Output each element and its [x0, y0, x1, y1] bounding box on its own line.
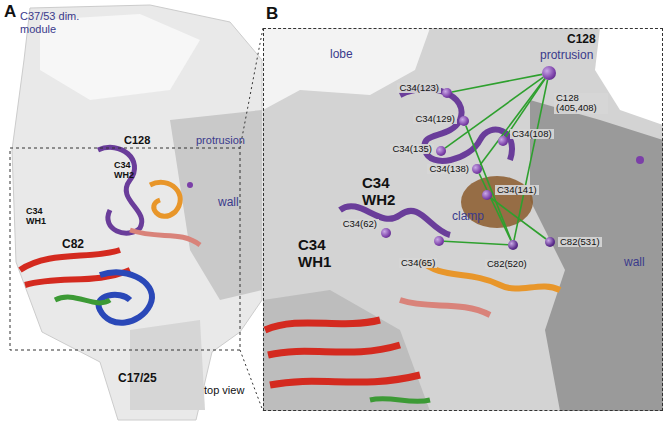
ribbon-green: [55, 297, 110, 303]
crosslink-dot: [187, 182, 193, 188]
wall-surface: [530, 100, 663, 411]
zoom-line: [240, 28, 263, 148]
c34-ribbon: [340, 206, 450, 235]
zoom-line: [240, 350, 263, 411]
ribbon-salmon: [130, 230, 200, 245]
crosslink-line: [479, 174, 511, 241]
c82-ribbon: [420, 260, 560, 290]
residue-label: C34(65): [399, 258, 437, 268]
crosslink-line: [480, 79, 545, 165]
residue-label: C34(141): [495, 185, 539, 195]
structure-label: wall: [218, 196, 239, 210]
structure-label: lobe: [330, 48, 353, 62]
crosslink-line: [444, 241, 508, 244]
crosslink-site: C34(123): [442, 88, 452, 98]
crosslink-line: [514, 80, 548, 240]
residue-label: C34(62): [341, 219, 379, 229]
structure-label: protrusion: [196, 134, 245, 147]
crosslink-line: [491, 198, 546, 239]
residue-label: C34(123): [397, 83, 441, 93]
crosslink-site: C34(135): [436, 146, 446, 156]
ribbon-salmon: [400, 300, 490, 315]
lobe-surface: [263, 28, 430, 110]
crosslink-site: C82(531): [545, 237, 555, 247]
crosslink-site: C34(108): [498, 136, 508, 146]
structure-label: top view: [204, 384, 244, 397]
structure-label: protrusion: [540, 49, 593, 63]
c82-ribbon: [150, 182, 180, 216]
structure-label: A: [4, 2, 16, 22]
residue-label: C82(531): [558, 237, 602, 247]
structure-label: clamp: [452, 210, 484, 224]
structure-label: C128: [124, 134, 150, 147]
ribbon-red: [20, 250, 130, 285]
structure-label: wall: [624, 256, 645, 270]
c34-ribbon: [98, 147, 142, 233]
residue-label: C34(135): [390, 144, 434, 154]
ribbon-green: [370, 399, 430, 402]
surface-shadow: [170, 110, 262, 300]
surface-highlight: [40, 14, 200, 100]
surface-shadow: [263, 290, 430, 411]
crosslink-site: C34(65): [434, 236, 444, 246]
crosslink-site: C128 (405,408): [542, 66, 556, 80]
residue-label: C128 (405,408): [554, 93, 608, 114]
structure-label: C34 WH2: [114, 160, 140, 181]
crosslink-line: [452, 74, 542, 92]
structure-label: C37/53 dim. module: [20, 10, 90, 35]
structure-label: C34 WH1: [26, 206, 52, 227]
crosslink-site: C34(138): [472, 164, 482, 174]
residue-label: C82(520): [485, 259, 529, 269]
crosslink-line: [466, 126, 511, 241]
structure-label: C82: [62, 238, 84, 252]
crosslink-site: C34(129): [459, 116, 469, 126]
crosslink-site: C82(520): [508, 240, 518, 250]
crosslink-site: C34(141): [482, 190, 492, 200]
protein-surface: [12, 5, 262, 420]
structure-label: C128: [567, 33, 596, 47]
crosslink-site: C34(62): [381, 228, 391, 238]
surface-shadow: [130, 320, 205, 410]
panel-letter: B: [266, 4, 278, 24]
crosslink-dot: [636, 156, 644, 164]
structure-label: C34 WH2: [362, 174, 402, 209]
structure-label: C34 WH1: [298, 236, 338, 271]
ribbon-blue: [99, 272, 152, 322]
residue-label: C34(129): [413, 114, 457, 124]
ribbon-red: [265, 320, 420, 385]
structure-label: C17/25: [118, 372, 157, 386]
zoom-box: [10, 148, 240, 350]
inset-surface: [263, 28, 663, 411]
residue-label: C34(138): [427, 164, 471, 174]
residue-label: C34(108): [510, 129, 554, 139]
